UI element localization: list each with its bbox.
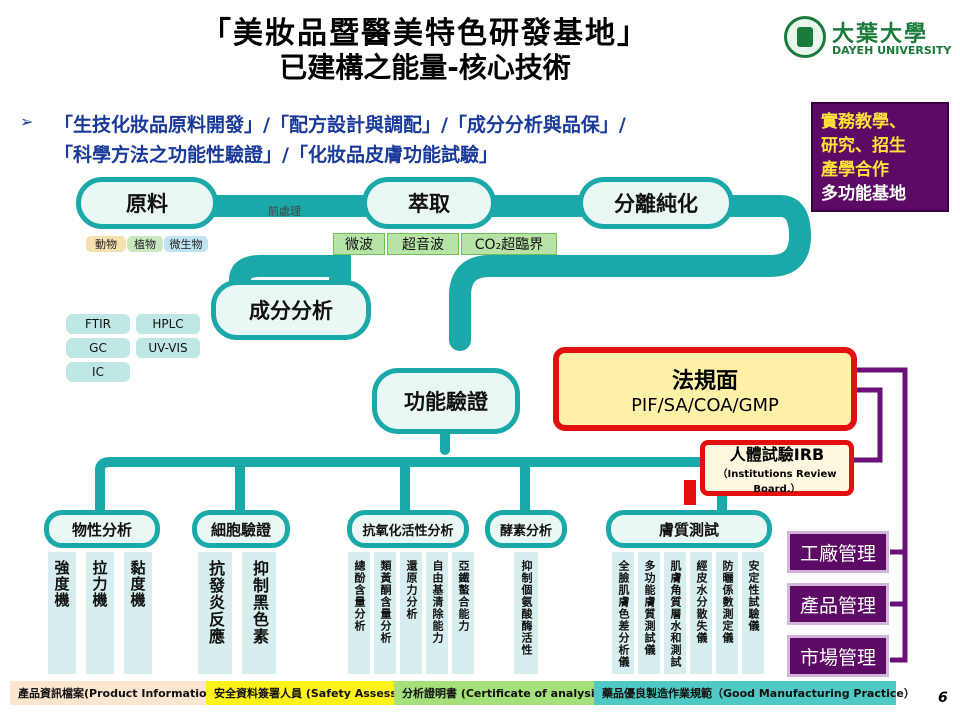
badge-line-4: 多功能基地 xyxy=(821,184,906,204)
footer-coa: 分析證明書 (Certificate of analysis, COA) xyxy=(394,681,640,705)
item-cell-2: 抑制黑色素 xyxy=(242,552,276,674)
pretreatment-label: 前處理 xyxy=(268,205,301,218)
item-physical-1: 強度機 xyxy=(48,552,76,674)
product-management: 產品管理 xyxy=(787,583,889,625)
badge-line-1: 實務教學、 xyxy=(821,112,906,132)
item-physical-3: 黏度機 xyxy=(124,552,152,674)
source-microbe: 微生物 xyxy=(164,236,208,252)
item-antioxidant-4: 自由基清除能力 xyxy=(426,552,448,674)
item-skin-3: 肌膚角質層水和測試 xyxy=(664,552,686,674)
item-skin-1: 全臉肌膚色差分析儀 xyxy=(612,552,634,674)
regulation-sub: PIF/SA/COA/GMP xyxy=(631,394,779,416)
instrument-gc: GC xyxy=(66,338,130,358)
source-plant: 植物 xyxy=(127,236,163,252)
instrument-hplc: HPLC xyxy=(136,314,200,334)
logo-name-cn: 大葉大學 xyxy=(832,22,929,47)
function-badge: 實務教學、 研究、招生 產學合作 多功能基地 xyxy=(811,102,949,212)
item-skin-6: 安定性試驗儀 xyxy=(742,552,764,674)
category-antioxidant: 抗氧化活性分析 xyxy=(347,510,469,548)
regulation-box: 法規面 PIF/SA/COA/GMP xyxy=(553,347,857,431)
separation-node: 分離純化 xyxy=(578,177,734,229)
item-antioxidant-5: 亞鐵螯合能力 xyxy=(452,552,474,674)
intro-line-2: 「科學方法之功能性驗證」/「化妝品皮膚功能試驗」 xyxy=(54,144,498,166)
instrument-ic: IC xyxy=(66,362,130,382)
item-skin-5: 防曬係數測定儀 xyxy=(716,552,738,674)
item-antioxidant-1: 總酚含量分析 xyxy=(348,552,370,674)
irb-sub: （Institutions Review Board.） xyxy=(717,469,837,495)
footer-gmp: 藥品優良製造作業規範（Good Manufacturing Practice） xyxy=(594,681,915,705)
logo-name-en: DAYEH UNIVERSITY xyxy=(832,44,952,57)
method-ultrasound: 超音波 xyxy=(387,233,459,255)
item-physical-2: 拉力機 xyxy=(86,552,114,674)
function-verification-node: 功能驗證 xyxy=(372,368,520,434)
bullet-icon: ➢ xyxy=(20,112,34,131)
factory-management: 工廠管理 xyxy=(787,531,889,573)
badge-line-2: 研究、招生 xyxy=(821,136,906,156)
item-antioxidant-2: 類黃酮含量分析 xyxy=(374,552,396,674)
instrument-ftir: FTIR xyxy=(66,314,130,334)
item-antioxidant-3: 還原力分析 xyxy=(400,552,422,674)
method-supercritical-co2: CO₂超臨界 xyxy=(461,233,557,255)
regulation-title: 法規面 xyxy=(671,368,738,394)
composition-analysis-node: 成分分析 xyxy=(211,280,371,340)
university-seal-icon xyxy=(784,16,826,58)
item-skin-4: 經皮水分散失儀 xyxy=(690,552,712,674)
instrument-uv-vis: UV-VIS xyxy=(136,338,200,358)
extraction-node: 萃取 xyxy=(362,177,496,229)
item-enzyme-1: 抑制個氨酸酶活性 xyxy=(514,552,538,674)
irb-box: 人體試驗IRB （Institutions Review Board.） xyxy=(700,440,854,496)
category-skin: 膚質測試 xyxy=(606,510,772,548)
page-number: 6 xyxy=(938,690,948,706)
method-microwave: 微波 xyxy=(333,233,385,255)
market-management: 市場管理 xyxy=(787,635,889,677)
raw-material-node: 原料 xyxy=(76,177,218,229)
footer-pif: 產品資訊檔案(Product Information File) xyxy=(10,681,246,705)
page-subtitle: 已建構之能量-核心技術 xyxy=(279,51,571,84)
page-title: 「美妝品暨醫美特色研發基地」 xyxy=(201,16,649,51)
footer-sa: 安全資料簽署人員 (Safety Assessor, SA) xyxy=(206,681,438,705)
irb-title: 人體試驗IRB xyxy=(729,445,825,464)
category-cell: 細胞驗證 xyxy=(192,510,290,548)
intro-line-1: 「生技化妝品原料開發」/「配方設計與調配」/「成分分析與品保」/ xyxy=(54,114,626,136)
badge-line-3: 產學合作 xyxy=(821,160,889,180)
university-logo: 大葉大學 DAYEH UNIVERSITY xyxy=(784,16,951,68)
source-animal: 動物 xyxy=(86,236,126,252)
category-enzyme: 酵素分析 xyxy=(485,510,567,548)
item-skin-2: 多功能膚質測試儀 xyxy=(638,552,660,674)
item-cell-1: 抗發炎反應 xyxy=(198,552,232,674)
category-physical: 物性分析 xyxy=(44,510,160,548)
